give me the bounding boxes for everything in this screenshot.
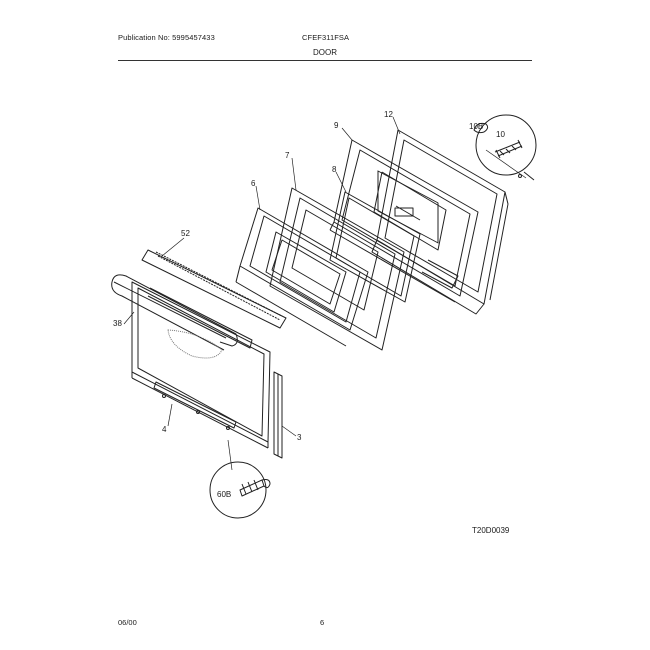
- callout-10: 10: [496, 130, 505, 139]
- callout-8: 8: [332, 165, 337, 174]
- part-12-door-liner: [371, 129, 509, 315]
- part-4-outer-panel: [131, 281, 271, 449]
- model-number: CFEF311FSA: [302, 33, 350, 42]
- screw-60b-detail: [209, 461, 271, 519]
- header-rule: [118, 60, 532, 61]
- part-38-handle: [111, 274, 238, 351]
- publication-number: Publication No: 5995457433: [118, 33, 215, 42]
- callout-38: 38: [113, 319, 122, 328]
- callout-10b: 10B: [469, 122, 483, 131]
- callout-9: 9: [334, 121, 339, 130]
- part-52-trim: [141, 249, 287, 329]
- callout-12: 12: [384, 110, 393, 119]
- callout-6: 6: [251, 179, 256, 188]
- callout-3: 3: [297, 433, 302, 442]
- page-number: 6: [320, 618, 325, 627]
- callout-7: 7: [285, 151, 290, 160]
- section-title: DOOR: [313, 48, 337, 57]
- part-9-door-frame: [329, 139, 479, 303]
- part-8-insulation: [329, 191, 421, 303]
- part-7-inner-glass: [269, 187, 405, 351]
- screw-10-detail: [473, 114, 537, 181]
- callout-4: 4: [162, 425, 167, 434]
- callout-52: 52: [181, 229, 190, 238]
- part-6-window-frame: [235, 207, 369, 347]
- part-3-side-strip: [273, 371, 283, 459]
- leader-lines: [123, 116, 527, 471]
- footer-date: 06/00: [118, 618, 137, 627]
- callout-60b: 60B: [217, 490, 231, 499]
- diagram-id: T20D0039: [472, 526, 510, 535]
